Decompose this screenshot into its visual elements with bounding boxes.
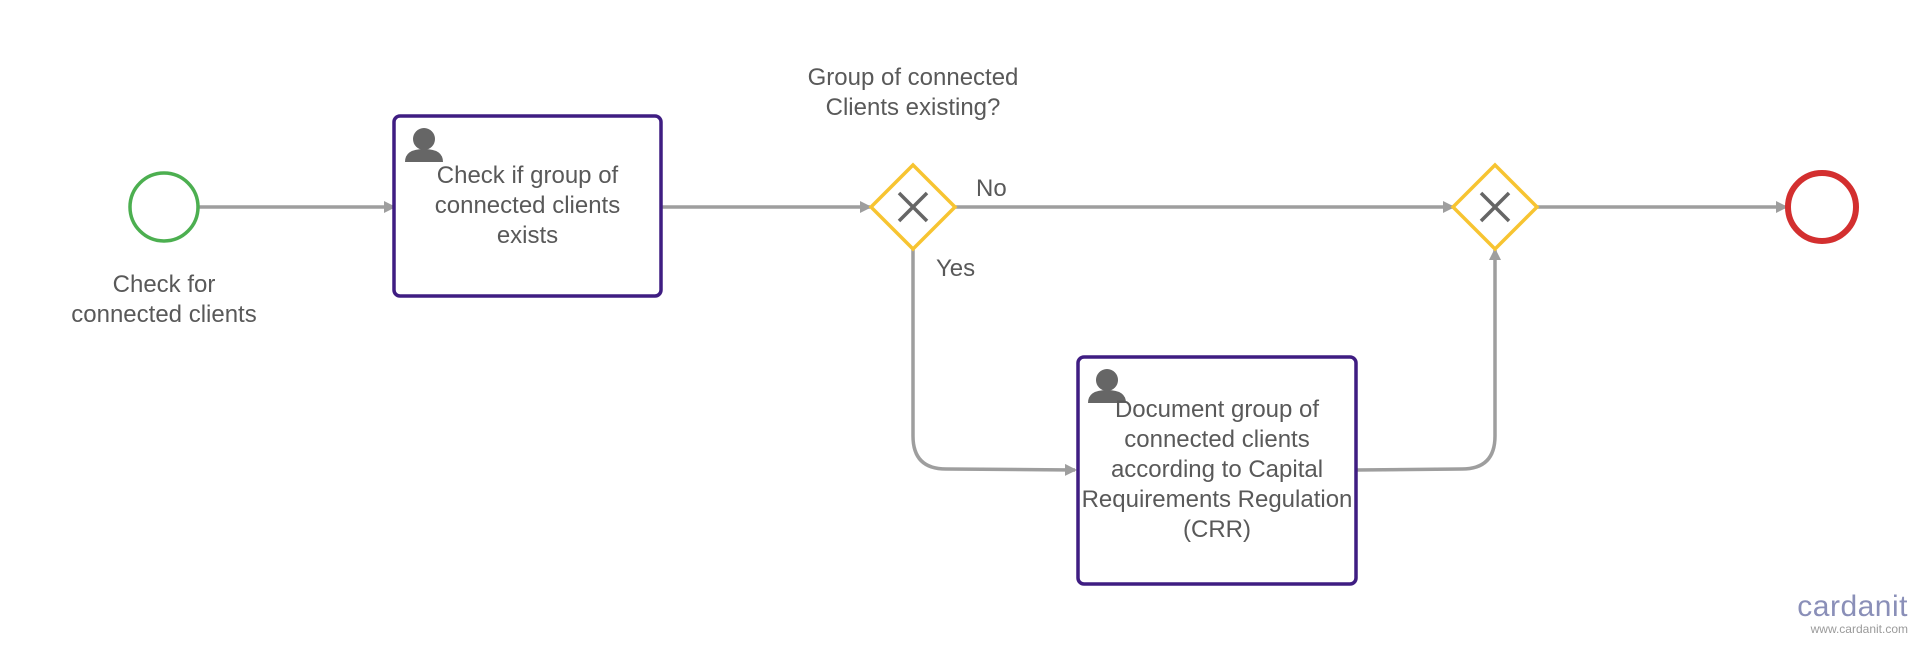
cardanit-logo: cardanit www.cardanit.com [1797,590,1908,637]
flow-yes[interactable] [911,249,1077,476]
task-document-label: Document group of connected clients acco… [1081,396,1353,543]
task-document-box[interactable] [1076,355,1358,586]
start-event[interactable] [128,171,200,243]
logo-url: www.cardanit.com [1810,622,1908,636]
logo-brand: cardanit [1797,590,1908,623]
close-icon [897,191,929,223]
flow-no-label: No [976,175,1007,202]
start-event-label: Check for connected clients [71,271,257,328]
task-check-label: Check if group of connected clients exis… [434,162,621,249]
flow-yes-label: Yes [936,255,976,282]
task-check-box[interactable] [392,114,663,298]
user-icon [1088,369,1126,403]
flow-document-to-join[interactable] [1355,248,1501,472]
close-icon [1479,191,1511,223]
gateway-split-label: Group of connected Clients existing? [807,64,1019,121]
user-icon [405,128,443,162]
end-event[interactable] [1785,170,1859,244]
